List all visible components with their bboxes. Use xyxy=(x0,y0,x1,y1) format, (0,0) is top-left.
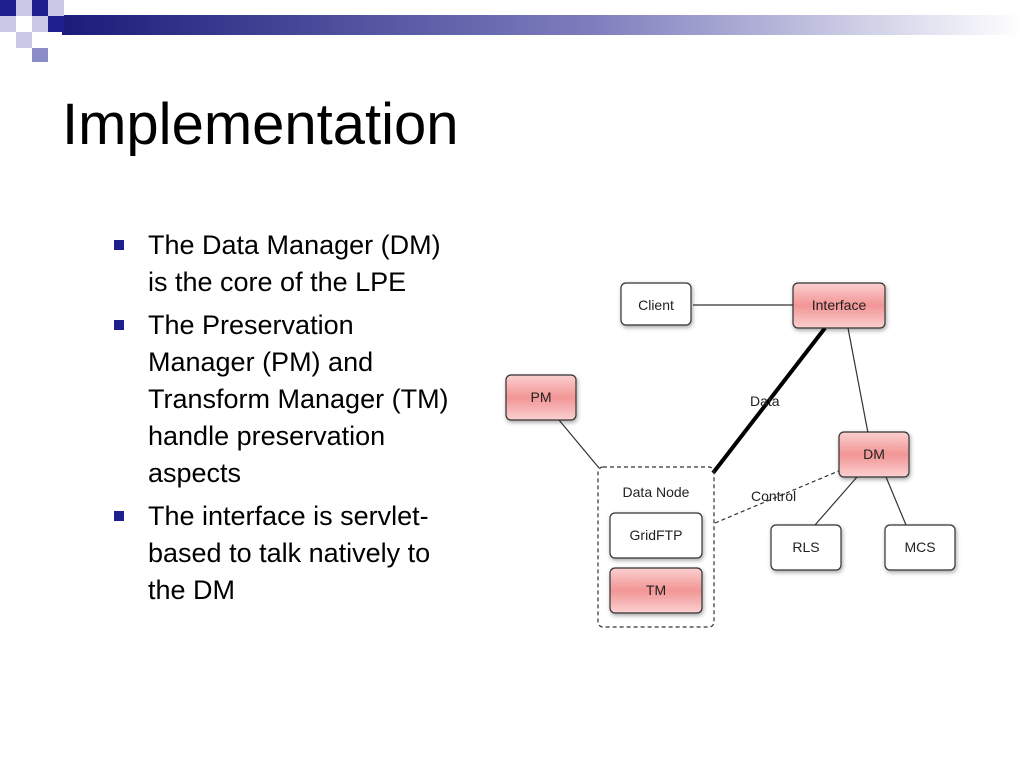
svg-text:DM: DM xyxy=(863,446,885,462)
node-interface: Interface xyxy=(792,282,886,329)
edge-dm-rls xyxy=(814,476,858,526)
bullet-text: The Preservation Manager (PM) and Transf… xyxy=(148,310,449,488)
svg-text:RLS: RLS xyxy=(792,539,819,555)
bullet-item: The Data Manager (DM) is the core of the… xyxy=(112,227,452,301)
svg-text:Interface: Interface xyxy=(812,297,867,313)
svg-text:GridFTP: GridFTP xyxy=(630,527,683,543)
bullet-square-icon xyxy=(114,320,124,330)
architecture-diagram: Data Node Data Control Client Interface … xyxy=(505,282,956,628)
bullet-square-icon xyxy=(114,240,124,250)
node-mcs: MCS xyxy=(884,524,956,571)
bullet-item: The interface is servlet-based to talk n… xyxy=(112,498,452,609)
data-node-label: Data Node xyxy=(623,484,690,500)
svg-text:PM: PM xyxy=(531,389,552,405)
edge-pm-datanode xyxy=(558,419,600,469)
bullet-text: The Data Manager (DM) is the core of the… xyxy=(148,230,441,297)
svg-text:MCS: MCS xyxy=(904,539,935,555)
node-pm: PM xyxy=(505,374,577,421)
node-tm: TM xyxy=(609,567,703,614)
bullet-text: The interface is servlet-based to talk n… xyxy=(148,501,431,605)
edge-data-interface-datanode xyxy=(711,326,827,475)
edge-interface-dm xyxy=(847,327,869,434)
bullet-list: The Data Manager (DM) is the core of the… xyxy=(112,227,452,615)
node-rls: RLS xyxy=(770,524,842,571)
bullet-item: The Preservation Manager (PM) and Transf… xyxy=(112,307,452,492)
data-node-container xyxy=(597,466,715,628)
node-client: Client xyxy=(620,282,692,326)
svg-text:Client: Client xyxy=(638,297,674,313)
edge-label-control: Control xyxy=(751,488,796,504)
header-decoration xyxy=(0,0,1023,62)
slide-title: Implementation xyxy=(62,92,459,157)
svg-text:TM: TM xyxy=(646,582,666,598)
bullet-square-icon xyxy=(114,511,124,521)
node-gridftp: GridFTP xyxy=(609,512,703,559)
node-dm: DM xyxy=(838,431,910,478)
edge-label-data: Data xyxy=(750,393,780,409)
edge-dm-mcs xyxy=(885,476,907,526)
edge-control-datanode-dm xyxy=(714,469,842,524)
